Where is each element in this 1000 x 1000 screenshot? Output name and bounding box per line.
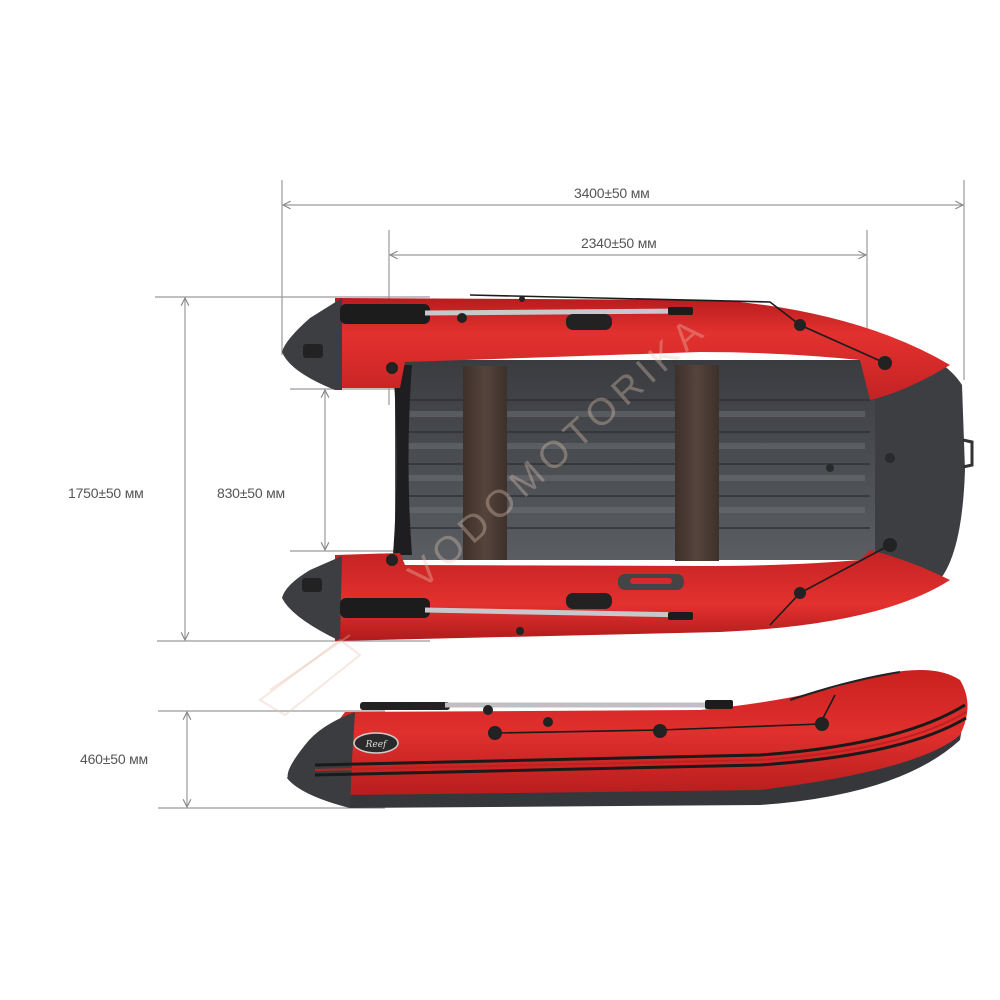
inner-length-label: 2340±50 мм [581,235,657,251]
tube-height-label: 460±50 мм [80,751,148,767]
bench-seat [463,366,507,560]
inner-width-label: 830±50 мм [217,485,285,501]
brand-logo-text: Reef [365,740,388,750]
brand-logo [353,732,399,754]
overall-width-label: 1750±50 мм [68,485,144,501]
boat-side-view: Reef [287,670,968,808]
watermark-boat-icon [258,634,362,717]
boat-top-view [282,294,974,641]
bench-seat [675,365,719,561]
dimension-lines [155,180,965,809]
overall-length-label: 3400±50 мм [574,185,650,201]
drain-valve-icon [303,344,323,358]
